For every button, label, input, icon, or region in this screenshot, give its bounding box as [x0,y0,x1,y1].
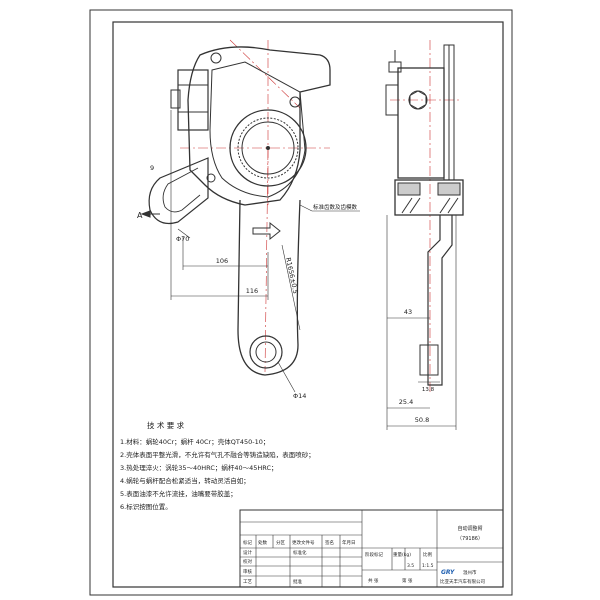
housing-inner-plate [209,61,306,198]
weight-label: 重量(kg) [393,551,411,558]
dim-50-8-text: 50.8 [415,416,429,424]
side-lever-end [419,344,439,376]
note-1: 1.材料：蜗轮40Cr；蜗杆 40Cr；壳体QT450-10； [120,437,269,446]
note-5: 5.表面油漆不允许流挂，油嘴要带胶盖； [120,489,237,498]
front-centerline-slant [229,39,301,109]
side-dimensions [386,215,457,430]
stage-label: 阶段标记 [365,551,383,558]
note-4: 4.蜗轮与蜗杆配合松紧适当，转动灵活自如； [120,476,250,485]
housing-outline [187,46,331,206]
outer-border [89,9,513,596]
role-review: 审核 [243,568,252,575]
header-sign: 签名 [325,539,334,546]
title-block-frame [239,509,504,588]
front-dimension-texts: 106 116 R1656±0.5 Φ14 Φ70 9 A 标准齿数及齿模数 [137,164,358,400]
brand-logo: GRY [441,569,455,576]
header-date: 年月日 [342,539,356,546]
role-check: 校对 [243,558,252,565]
side-hatch-4 [447,197,459,214]
gear-center-mark [266,146,270,150]
part-code: （79186） [457,536,483,542]
dim-hole-text: Φ14 [293,392,306,400]
side-seal-left [397,182,421,196]
phi70-leader [177,228,191,239]
front-dimensions [170,110,360,393]
part-name: 自动调整臂 [457,525,482,532]
bolt-hole-upper-right [289,96,301,108]
side-view [385,40,464,395]
gear-spline-inner [241,121,295,175]
side-hatch-2 [409,197,421,214]
front-view [140,39,331,376]
header-change-doc: 更改文件号 [292,539,315,546]
company-line-1: 温州市 [463,569,477,576]
dim-25-4-text: 25.4 [399,398,413,406]
side-seal-right [437,182,461,196]
dim-43-text: 43 [404,308,412,316]
role-design: 设计 [243,549,252,556]
lever-end-hole-inner [255,341,277,363]
dim-phi70-text: Φ70 [176,235,189,243]
company-line-2: 比亚天丰汽车有限公司 [440,578,485,585]
std-label: 标准化 [293,549,307,556]
side-hex-shape [409,90,427,110]
side-housing [397,67,445,179]
technical-notes: 技 术 要 求 1.材料：蜗轮40Cr；蜗杆 40Cr；壳体QT450-10； … [120,420,315,511]
side-lever-profile [427,215,453,386]
role-process: 工艺 [243,579,252,585]
annotation-leader [299,204,313,212]
header-count: 处数 [258,539,267,546]
note-2: 2.壳体表面平整光滑，不允许有气孔不融合等铸造缺陷，表面喷砂； [120,450,315,459]
side-flange-section [394,179,464,216]
bolt-hole-left [206,173,216,183]
sheet-total: 共 张 [368,577,379,584]
gear-annotation-text: 标准齿数及齿模数 [313,203,358,211]
side-worm-cap [385,84,399,116]
note-6: 6.标识按图位置。 [120,502,172,511]
dim-13-8-text: 13.8 [422,387,435,393]
view-a-arrowhead [140,210,151,218]
dim-106-text: 106 [216,257,228,265]
approve-label: 批准 [293,578,302,585]
bracket-outline [148,157,209,225]
header-mark: 标记 [243,539,252,546]
bracket-slot [162,167,201,213]
view-marker-text: A [137,211,143,220]
title-block-text: 标记 处数 分区 更改文件号 签名 年月日 设计 校对 审核 工艺 标准化 批准… [243,525,485,585]
radius-leader [281,244,301,331]
hole-leader [277,361,296,393]
side-hatch-3 [439,197,451,214]
gear-outer-ring [229,109,307,187]
front-centerline-arm [264,149,269,373]
worm-shaft-housing [177,69,209,131]
weight-value: 3.5 [407,563,414,569]
sheet-no: 第 张 [402,577,413,584]
scale-label: 比例 [423,551,432,558]
bolt-hole-top [210,52,222,64]
hex-nut [170,89,181,109]
dim-116-text: 116 [246,287,258,295]
lever-arm-outline [237,199,301,376]
side-hatch-1 [401,197,413,214]
side-grease-nipple-body [388,61,402,73]
title-block [239,509,504,588]
notes-title: 技 术 要 求 [147,420,185,430]
dim-offset-text: 9 [150,164,154,172]
rotation-arrow [252,221,281,241]
side-dimension-texts: 43 25.4 50.8 13.8 [399,308,435,424]
lever-end-hole-outer [249,335,283,369]
scale-value: 1:1.5 [422,563,434,569]
note-3: 3.热处理淬火：涡轮35～40HRC；蜗杆40～45HRC； [120,463,278,472]
header-zone: 分区 [276,539,285,546]
gear-spline-outer [237,117,299,179]
